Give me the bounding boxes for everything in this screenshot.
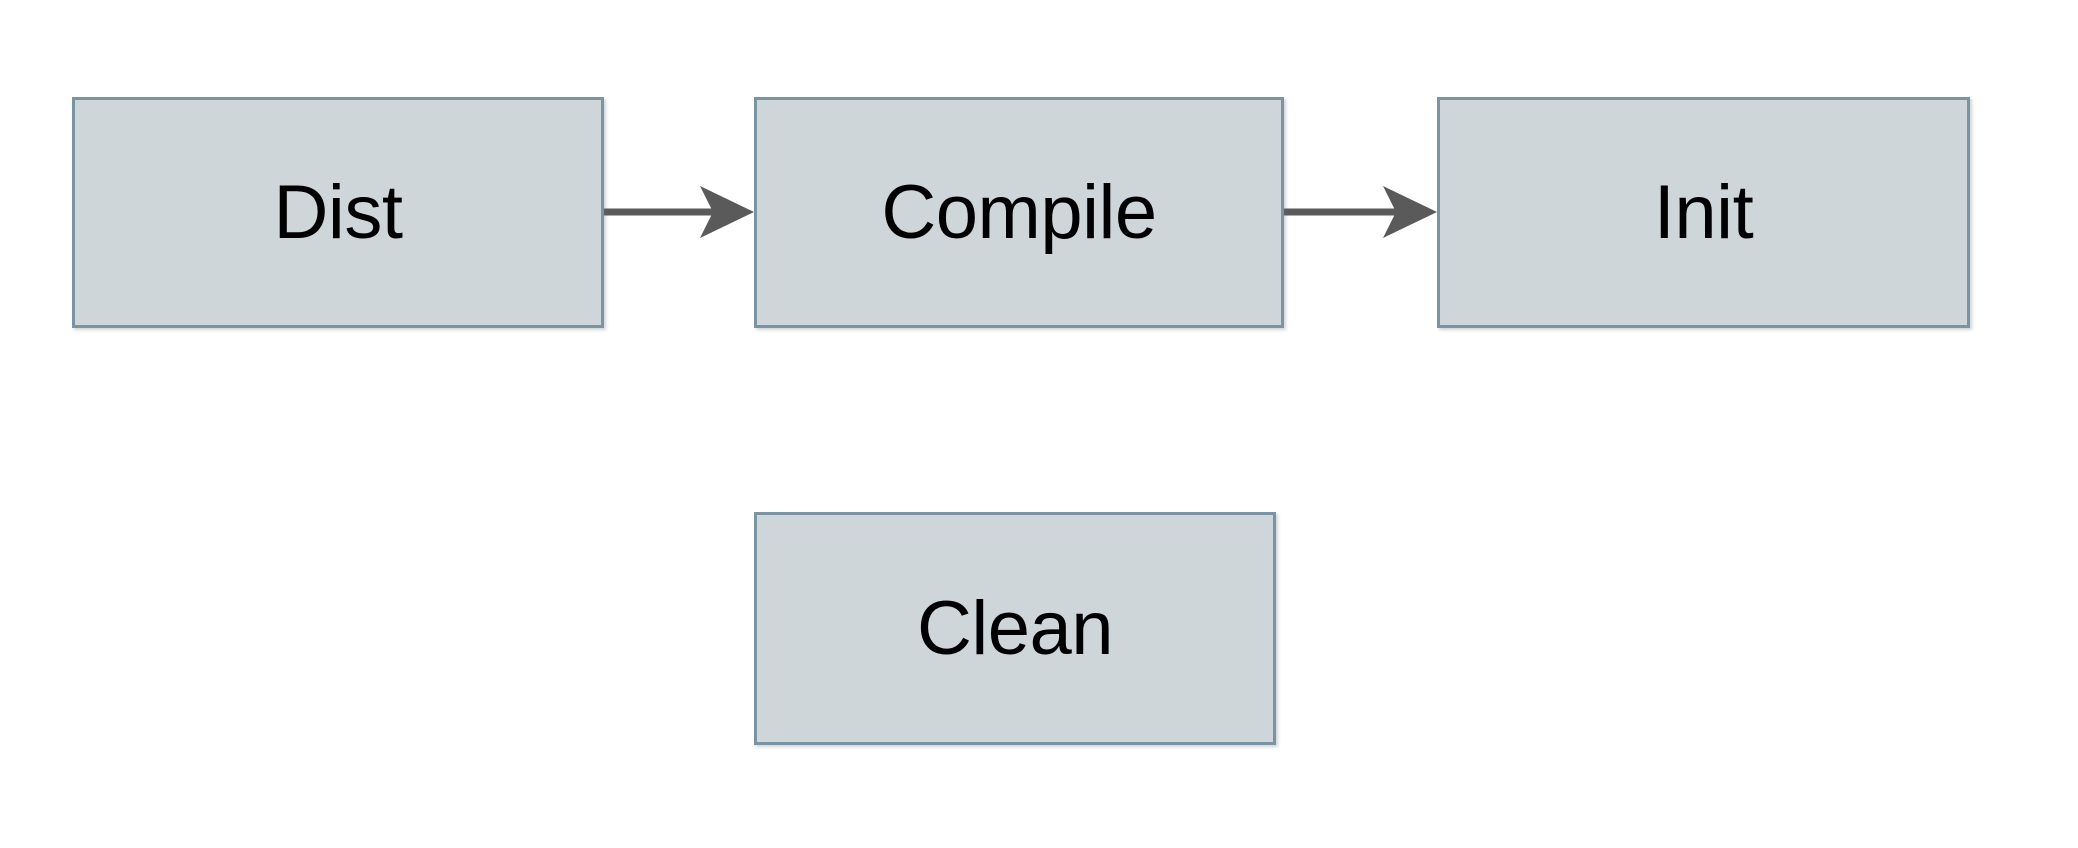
node-compile[interactable]: Compile bbox=[754, 97, 1284, 328]
node-init-label: Init bbox=[1653, 169, 1754, 255]
edge-compile-to-init[interactable] bbox=[1284, 186, 1437, 238]
node-compile-label: Compile bbox=[881, 169, 1157, 255]
edge-dist-to-compile[interactable] bbox=[604, 186, 754, 238]
arrowhead-icon bbox=[700, 186, 754, 238]
node-dist-label: Dist bbox=[273, 169, 403, 255]
node-init[interactable]: Init bbox=[1437, 97, 1970, 328]
node-clean[interactable]: Clean bbox=[754, 512, 1276, 745]
arrowhead-icon bbox=[1383, 186, 1437, 238]
node-dist[interactable]: Dist bbox=[72, 97, 604, 328]
node-clean-label: Clean bbox=[916, 585, 1114, 671]
